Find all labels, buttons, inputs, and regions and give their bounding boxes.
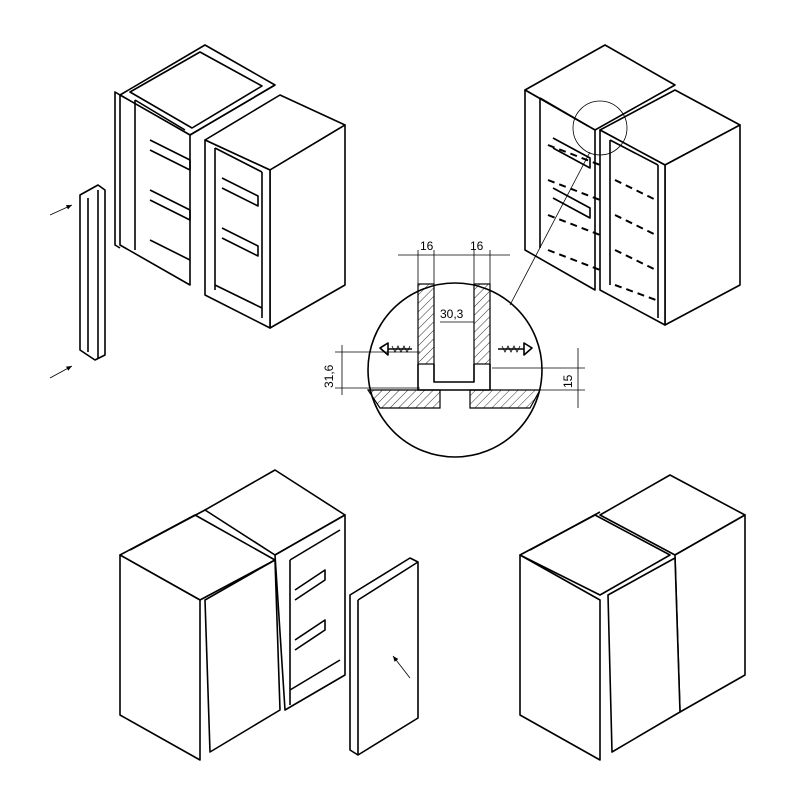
door-arrow <box>392 655 411 679</box>
cabinet-left-closed <box>119 509 281 761</box>
dim-gap: 30,3 <box>440 307 464 321</box>
cabinet-left-joined <box>524 44 676 291</box>
insert-arrow-bottom <box>49 365 73 379</box>
step-4-finished <box>519 474 746 761</box>
step-3-attach-door <box>119 469 419 761</box>
dim-panel-left: 16 <box>420 239 434 253</box>
door-panel <box>349 557 419 756</box>
detail-callout-circle <box>572 100 628 156</box>
dim-height-right: 15 <box>561 374 575 388</box>
connector-profile <box>79 184 106 361</box>
cabinet-left-open <box>114 44 276 286</box>
cabinet-right-open <box>204 94 346 329</box>
screw-right <box>498 342 533 356</box>
step-2-joined-cabinets <box>509 44 741 326</box>
base-right-section <box>469 389 542 409</box>
cabinet-front-finished <box>519 511 681 761</box>
insert-arrow-top <box>49 204 73 216</box>
screw-lines <box>547 144 657 301</box>
cabinet-right-open-bottom <box>204 469 346 711</box>
step-1-open-cabinets <box>49 44 346 379</box>
detail-leader-line <box>509 151 591 306</box>
cabinet-right-joined <box>599 89 741 326</box>
detail-cross-section: 16 16 30,3 31,6 15 <box>322 239 585 458</box>
dim-height-left: 31,6 <box>322 364 336 388</box>
connector-section <box>417 364 491 391</box>
panel-right-section <box>473 283 491 365</box>
dim-panel-right: 16 <box>470 239 484 253</box>
panel-left-section <box>417 283 435 365</box>
base-left-section <box>366 389 441 409</box>
screw-left <box>379 342 412 356</box>
cabinet-back-finished <box>599 474 746 713</box>
detail-circle <box>367 282 543 458</box>
